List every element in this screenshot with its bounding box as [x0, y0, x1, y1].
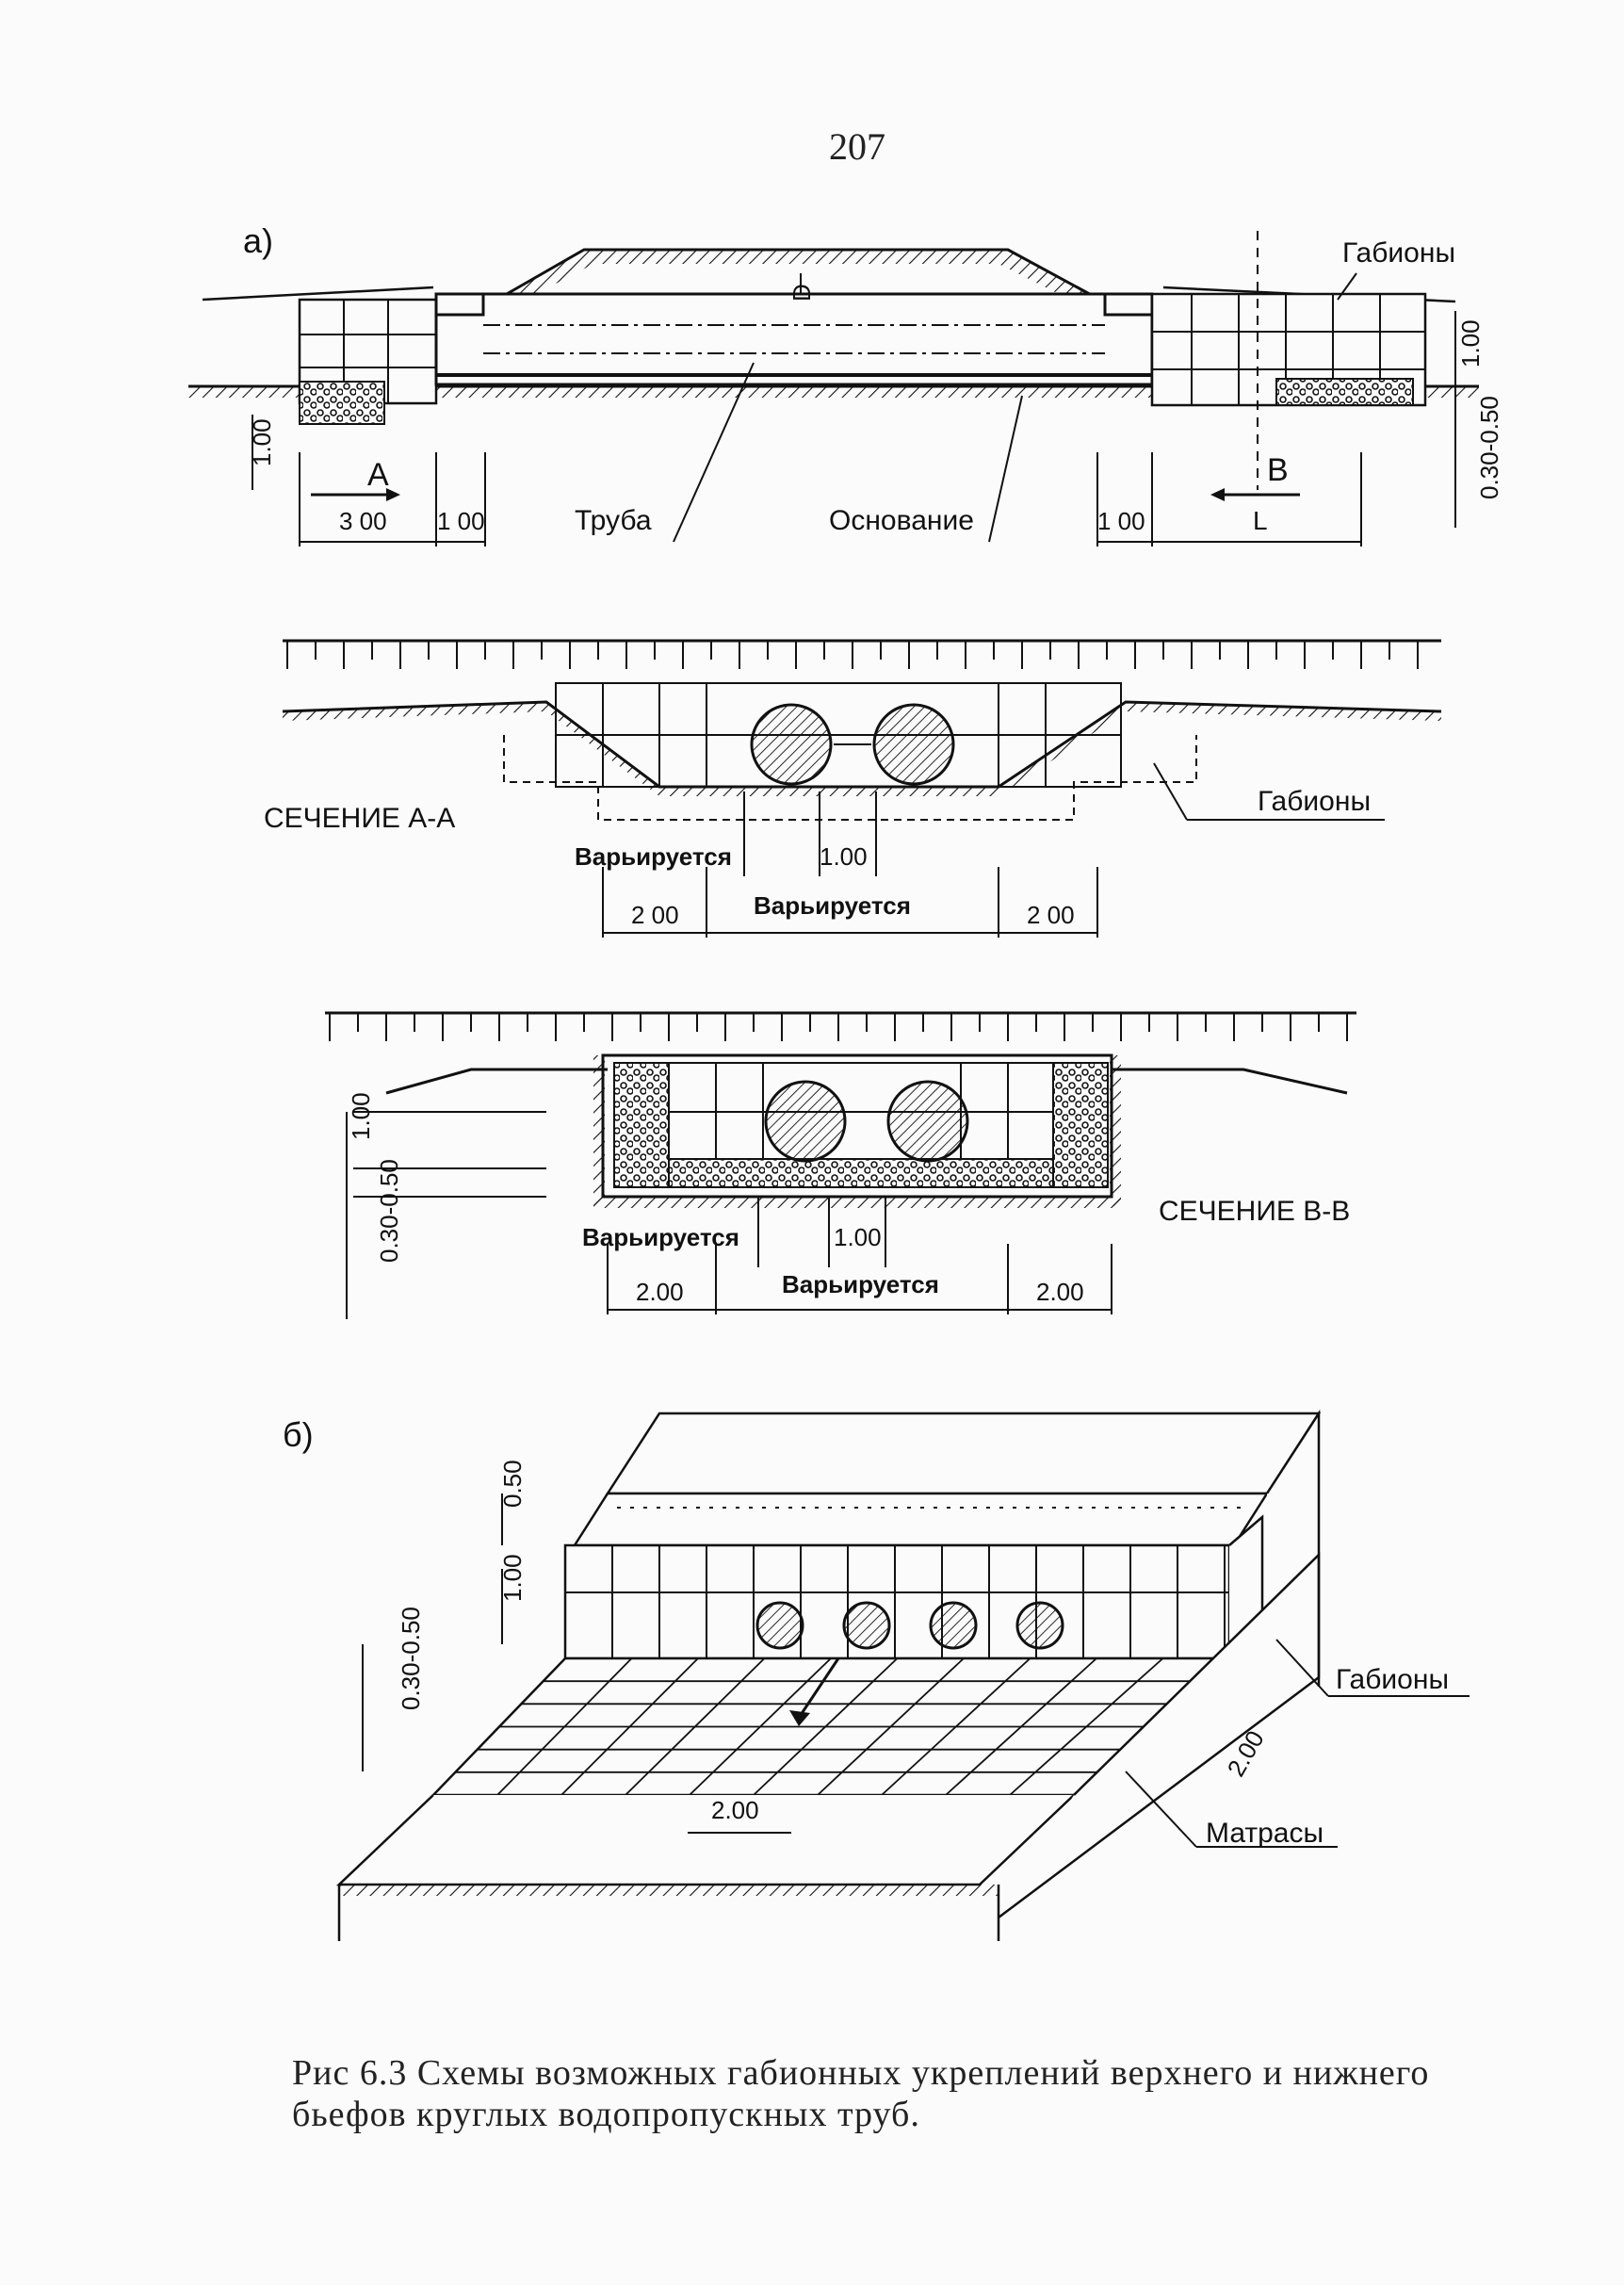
apron-col-line [753, 1657, 899, 1796]
section-aa: СЕЧЕНИЕ А-А Габионы Варьируется 1.00 2 0… [264, 639, 1442, 938]
dim-0-50-b: 0.50 [498, 1460, 527, 1508]
right-gabion-block [1150, 292, 1427, 407]
varies-top-aa: Варьируется [575, 842, 732, 871]
stones-left-bb [613, 1062, 670, 1188]
gabions-label-b: Габионы [1336, 1664, 1449, 1695]
dim-030-050-b: 0.30-0.50 [397, 1607, 425, 1710]
pipe-b-2 [842, 1601, 891, 1650]
pipe-bb-left [764, 1080, 847, 1163]
dim-1-00-aa: 1.00 [820, 842, 868, 871]
dim-1-00-left: 1 00 [437, 507, 485, 535]
apron-col-line [689, 1657, 832, 1796]
pipe-b-1 [755, 1601, 804, 1650]
gabions-label-aa: Габионы [1258, 786, 1371, 817]
section-bb: 1.00 0.30-0.50 СЕЧЕНИЕ В-В Варьируется 1… [325, 1011, 1356, 1319]
apron-col-line [496, 1657, 633, 1796]
section-bb-title: СЕЧЕНИЕ В-В [1159, 1196, 1350, 1227]
stones-right-bb [1052, 1062, 1109, 1188]
dim-2-00-right-aa: 2 00 [1027, 901, 1075, 929]
pipe-bb-right [886, 1080, 969, 1163]
dim-2-00-right-bb: 2.00 [1036, 1278, 1084, 1306]
gabion-wall-b [563, 1514, 1264, 1660]
dim-1-00-right: 1 00 [1097, 507, 1145, 535]
pipe-b-4 [1015, 1601, 1064, 1650]
base-label: Основание [829, 505, 974, 536]
pipe [434, 273, 1154, 386]
section-mark-b: B [1267, 452, 1289, 488]
dim-1-00-b: 1.00 [498, 1554, 527, 1602]
dim-1-00-vert-bb: 1.00 [347, 1092, 375, 1140]
dim-right-030-050: 0.30-0.50 [1475, 396, 1503, 499]
dim-left-1-00: 1.00 [248, 418, 276, 466]
page-number: 207 [829, 125, 885, 168]
dim-3-00: 3 00 [339, 507, 387, 535]
gabions-label-a: Габионы [1342, 237, 1455, 269]
apron-col-line [1009, 1657, 1164, 1796]
dim-030-050-vert-bb: 0.30-0.50 [375, 1159, 403, 1263]
dim-1-00-bb: 1.00 [834, 1223, 882, 1251]
apron-col-line [881, 1657, 1031, 1796]
section-aa-title: СЕЧЕНИЕ А-А [264, 803, 455, 834]
part-b-isometric: б) [283, 1409, 1470, 1941]
dim-2-00-bottom-b: 2.00 [711, 1796, 759, 1824]
dim-2-00-left-aa: 2 00 [631, 901, 679, 929]
dim-L: L [1253, 506, 1268, 535]
dim-2-00-left-bb: 2.00 [636, 1278, 684, 1306]
ticks-bb [329, 1013, 1348, 1041]
varies-bottom-aa: Варьируется [754, 891, 911, 920]
left-gabion-block [298, 298, 438, 425]
apron-grid [455, 1657, 1204, 1796]
apron-col-line [560, 1657, 699, 1796]
mattress-label: Матрасы [1206, 1818, 1324, 1849]
dim-right-1-00: 1.00 [1456, 319, 1485, 367]
varies-bottom-bb: Варьируется [782, 1270, 939, 1298]
part-a-longitudinal: а) [188, 221, 1503, 547]
apron-col-line [817, 1657, 965, 1796]
apron-col-line [945, 1657, 1097, 1796]
apron-col-line [625, 1657, 766, 1796]
pipe-aa-right [872, 703, 955, 786]
section-mark-a: A [367, 457, 389, 493]
pipe-label: Труба [575, 505, 652, 536]
part-a-label: а) [243, 221, 273, 260]
ticks-aa [286, 641, 1419, 669]
pipe-b-3 [929, 1601, 978, 1650]
terrain-left [202, 286, 434, 302]
ground-aa [283, 702, 1441, 796]
pipe-aa-left [750, 703, 833, 786]
diameter-label: D [788, 284, 816, 302]
figure-caption: Рис 6.3 Схемы возможных габионных укрепл… [292, 2053, 1430, 2134]
part-b-label: б) [283, 1415, 314, 1454]
